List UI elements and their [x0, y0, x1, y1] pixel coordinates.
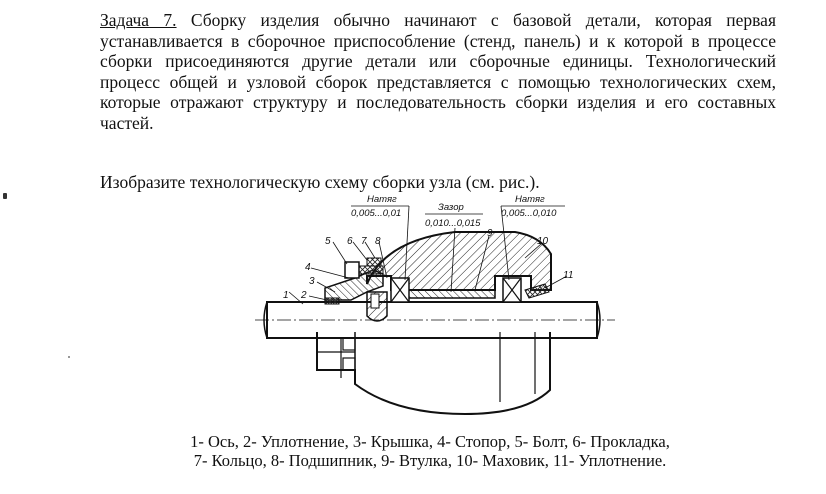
callout-label: Зазор [438, 202, 464, 213]
callout-value: 0,010...0,015 [425, 218, 481, 229]
part-number-7: 7 [361, 236, 367, 247]
part-number-6: 6 [347, 236, 353, 247]
flywheel-lower-half [316, 332, 551, 416]
callout-value: 0,005...0,010 [501, 208, 557, 219]
axle-shaft [255, 301, 615, 339]
part-number-11: 11 [563, 270, 573, 281]
bearing-left [390, 277, 410, 303]
bearing-right [502, 277, 522, 303]
task-paragraph: Задача 7. Сборку изделия обычно начинают… [100, 10, 776, 133]
part-number-10: 10 [537, 236, 549, 247]
callout-value: 0,005...0,01 [351, 208, 401, 219]
scan-speck [3, 193, 7, 199]
callout-label: Натяг [515, 194, 545, 205]
part-number-3: 3 [309, 276, 315, 287]
stopper [366, 291, 388, 322]
parts-legend: 1- Ось, 2- Уплотнение, 3- Крышка, 4- Сто… [110, 432, 750, 470]
seal-right [524, 283, 550, 299]
callout-natyag-right: Натяг 0,005...0,010 [500, 194, 565, 281]
seal-left [324, 297, 340, 305]
assembly-drawing: Натяг 0,005...0,01 Зазор 0,010...0,015 Н… [255, 194, 615, 416]
part-number-5: 5 [325, 236, 331, 247]
part-number-1: 1 [283, 290, 289, 301]
legend-line-2: 7- Кольцо, 8- Подшипник, 9- Втулка, 10- … [193, 451, 667, 470]
callout-zazor: Зазор 0,010...0,015 [425, 202, 483, 293]
task-label: Задача 7. [100, 10, 177, 30]
part-number-9: 9 [487, 228, 493, 239]
bushing [404, 289, 496, 299]
legend-line-1: 1- Ось, 2- Уплотнение, 3- Крышка, 4- Сто… [190, 432, 670, 451]
callout-natyag-left: Натяг 0,005...0,01 [351, 194, 410, 281]
scan-speck [68, 356, 70, 358]
callout-label: Натяг [367, 194, 397, 205]
task-text: Сборку изделия обычно начинают с базовой… [100, 10, 776, 133]
task-instruction: Изобразите технологическую схему сборки … [100, 172, 540, 192]
part-number-8: 8 [375, 236, 381, 247]
leader-lines [288, 235, 568, 305]
part-number-4: 4 [305, 262, 311, 273]
part-number-2: 2 [300, 290, 307, 301]
gasket-ring [366, 257, 382, 267]
